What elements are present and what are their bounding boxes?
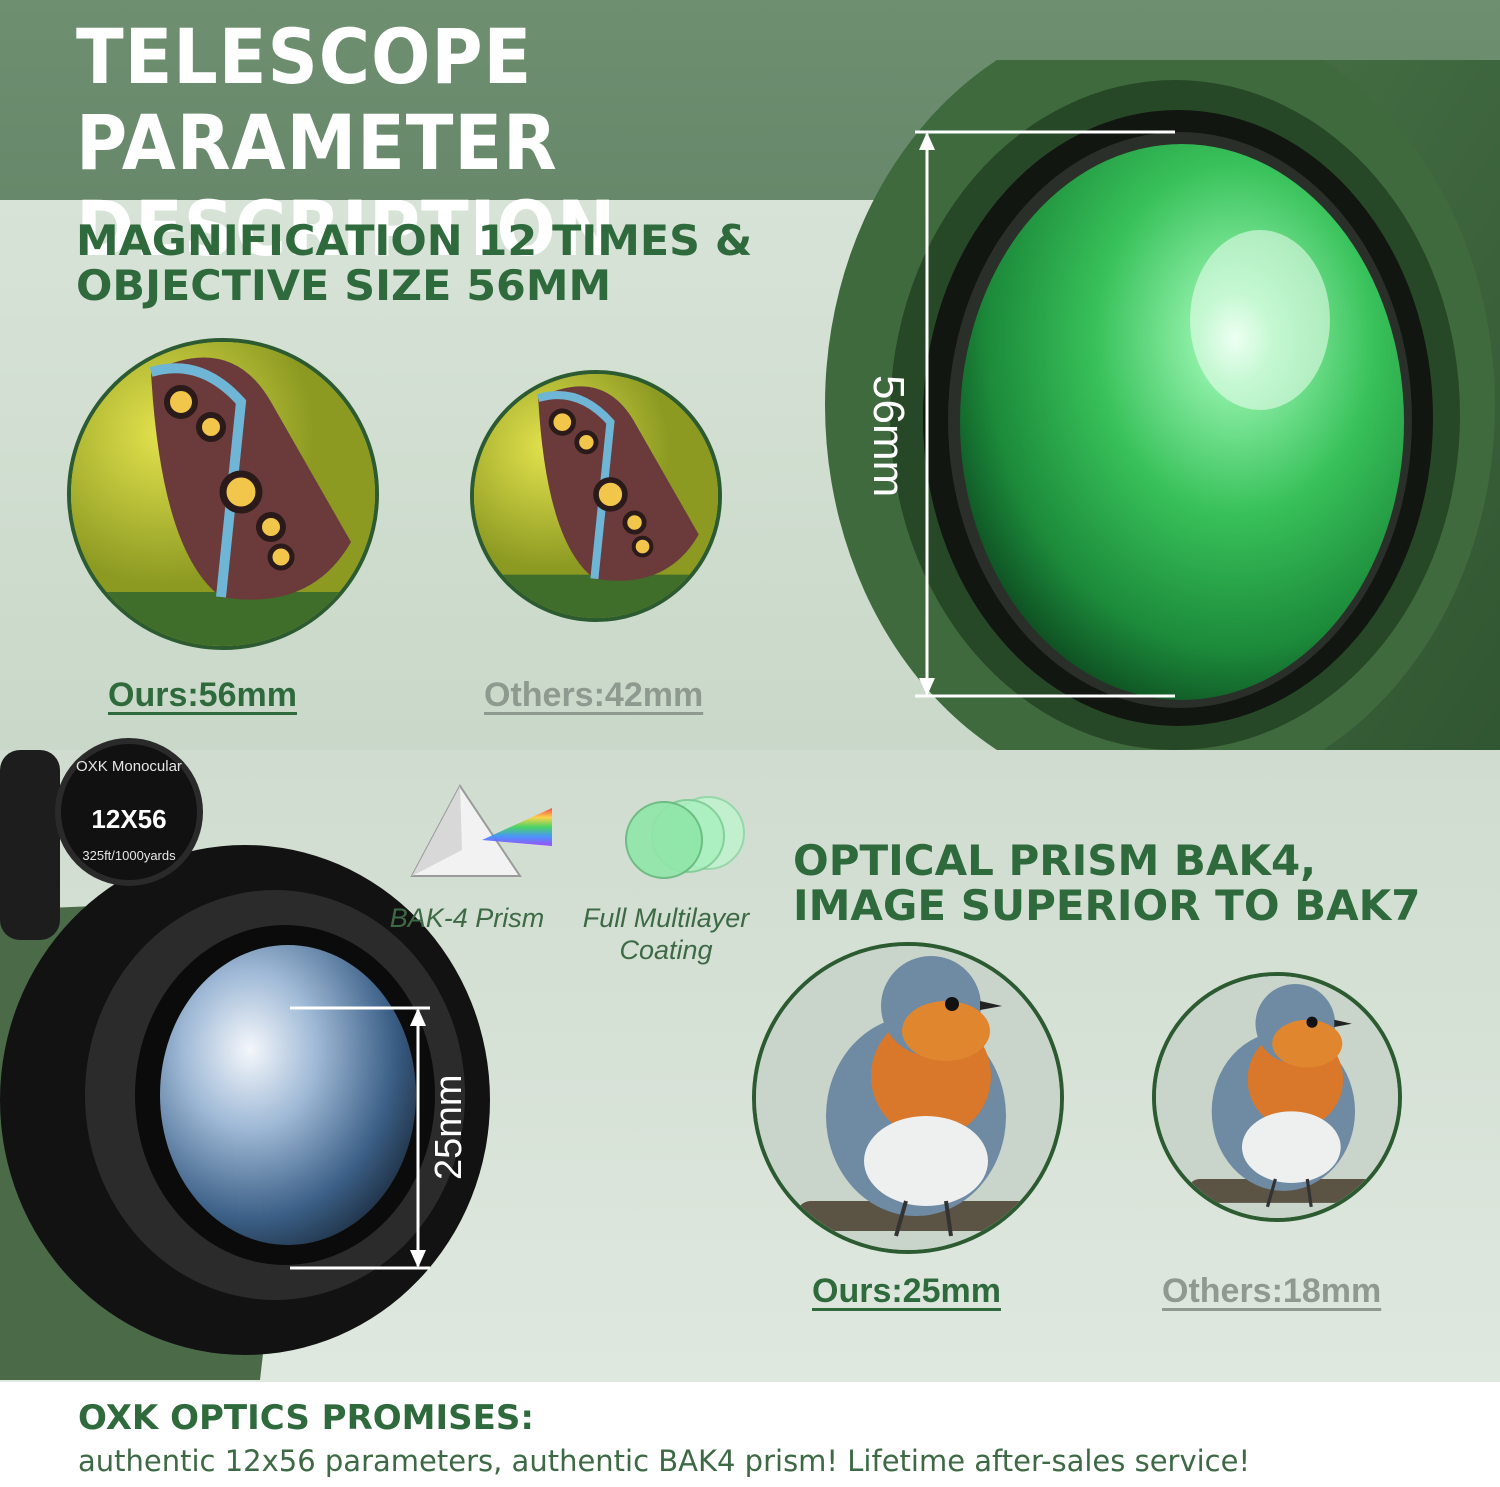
objective-lens-illustration [825, 60, 1500, 820]
knob-fov-text: 325ft/1000yards [82, 848, 176, 863]
knob-brand-text: OXK Monocular [76, 758, 182, 775]
dimension-label-25mm: 25mm [428, 1074, 470, 1180]
knob-model-text: 12X56 [91, 804, 167, 834]
feature-label-prism: BAK-4 Prism [389, 903, 545, 933]
ours-56mm-caption: Ours:56mm [108, 676, 297, 714]
footer-band [0, 1382, 1500, 1487]
footer-text: authentic 12x56 parameters, authentic BA… [78, 1444, 1251, 1478]
dimension-label-56mm: 56mm [864, 375, 913, 498]
prism-heading: OPTICAL PRISM BAK4, IMAGE SUPERIOR TO BA… [793, 836, 1421, 930]
magnification-heading: MAGNIFICATION 12 TIMES & OBJECTIVE SIZE … [76, 216, 753, 310]
bird-ours-image [752, 942, 1064, 1254]
page-title: TELESCOPE PARAMETER DESCRIPTION [76, 12, 617, 273]
ours-25mm-caption: Ours:25mm [812, 1272, 1001, 1310]
bird-others-image [1152, 972, 1402, 1222]
focus-knob[interactable]: OXK Monocular 12X56 325ft/1000yards [55, 738, 203, 886]
footer-title: OXK OPTICS PROMISES: [78, 1398, 534, 1438]
feature-label-coating: Full Multilayer Coating [582, 903, 750, 965]
dimension-arrow-56mm [915, 130, 1175, 698]
others-18mm-caption: Others:18mm [1162, 1272, 1382, 1310]
prism-icon [410, 784, 552, 877]
others-42mm-caption: Others:42mm [484, 676, 704, 714]
butterfly-others-image [470, 370, 722, 622]
coating-icon [625, 796, 745, 879]
butterfly-ours-image [67, 338, 379, 650]
eyepiece-illustration [0, 750, 490, 1380]
dimension-arrow-25mm [290, 1006, 430, 1270]
